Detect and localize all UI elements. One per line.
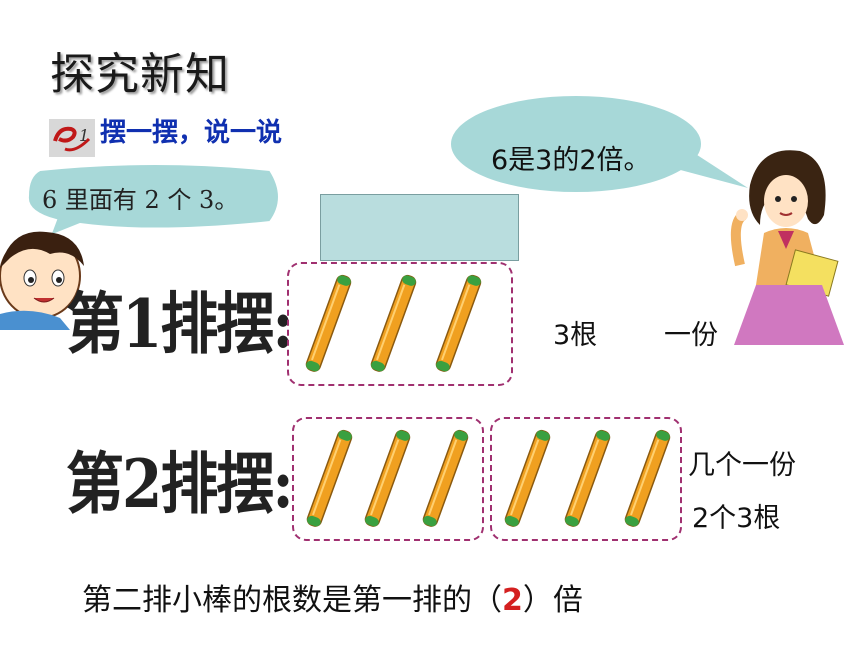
row1-label: 第1排摆: xyxy=(66,284,294,364)
row2-group-1-stick-2 xyxy=(364,429,411,527)
row2-group-2-stick-1 xyxy=(504,429,551,527)
conclusion-answer: 2 xyxy=(502,583,523,618)
row2-group-2 xyxy=(490,417,682,541)
teacher-speech-text: 6是3的2倍。 xyxy=(491,145,651,176)
row2-group-1-sticks xyxy=(306,429,469,527)
conclusion-suffix: ）倍 xyxy=(522,583,583,618)
row1-stick-3 xyxy=(435,274,482,372)
row2-label: 第2排摆: xyxy=(66,444,294,524)
row2-question-text: 几个一份 xyxy=(688,450,796,481)
conclusion-prefix: 第二排小棒的根数是第一排的（ xyxy=(82,583,502,618)
row2-group-2-stick-3 xyxy=(624,429,671,527)
teacher-illustration xyxy=(730,150,844,345)
row1-sticks xyxy=(305,274,482,372)
row2-group-1 xyxy=(292,417,484,541)
exercise-badge-icon: 1 xyxy=(49,119,95,157)
row1-stick-2 xyxy=(370,274,417,372)
row1-share-text: 一份 xyxy=(664,320,718,351)
boy-illustration xyxy=(0,231,84,330)
exercise-badge-number: 1 xyxy=(79,126,89,145)
boy-speech-bubble xyxy=(26,163,280,237)
page-title: 探究新知 xyxy=(50,49,230,100)
row1-count-text: 3根 xyxy=(553,320,598,351)
row2-group-1-stick-1 xyxy=(306,429,353,527)
exercise-instruction: 摆一摆，说一说 xyxy=(100,118,283,148)
conclusion-sentence: 第二排小棒的根数是第一排的（2）倍 xyxy=(82,575,583,619)
placeholder-box xyxy=(320,194,519,261)
row1-stick-1 xyxy=(305,274,352,372)
row1-group xyxy=(287,262,513,386)
row2-group-1-stick-3 xyxy=(422,429,469,527)
row2-group-2-sticks xyxy=(504,429,671,527)
row2-group-2-stick-2 xyxy=(564,429,611,527)
row2-answer-text: 2个3根 xyxy=(692,503,781,534)
teacher-speech-bubble xyxy=(451,96,748,192)
boy-speech-text: 6 里面有 2 个 3。 xyxy=(42,186,239,214)
